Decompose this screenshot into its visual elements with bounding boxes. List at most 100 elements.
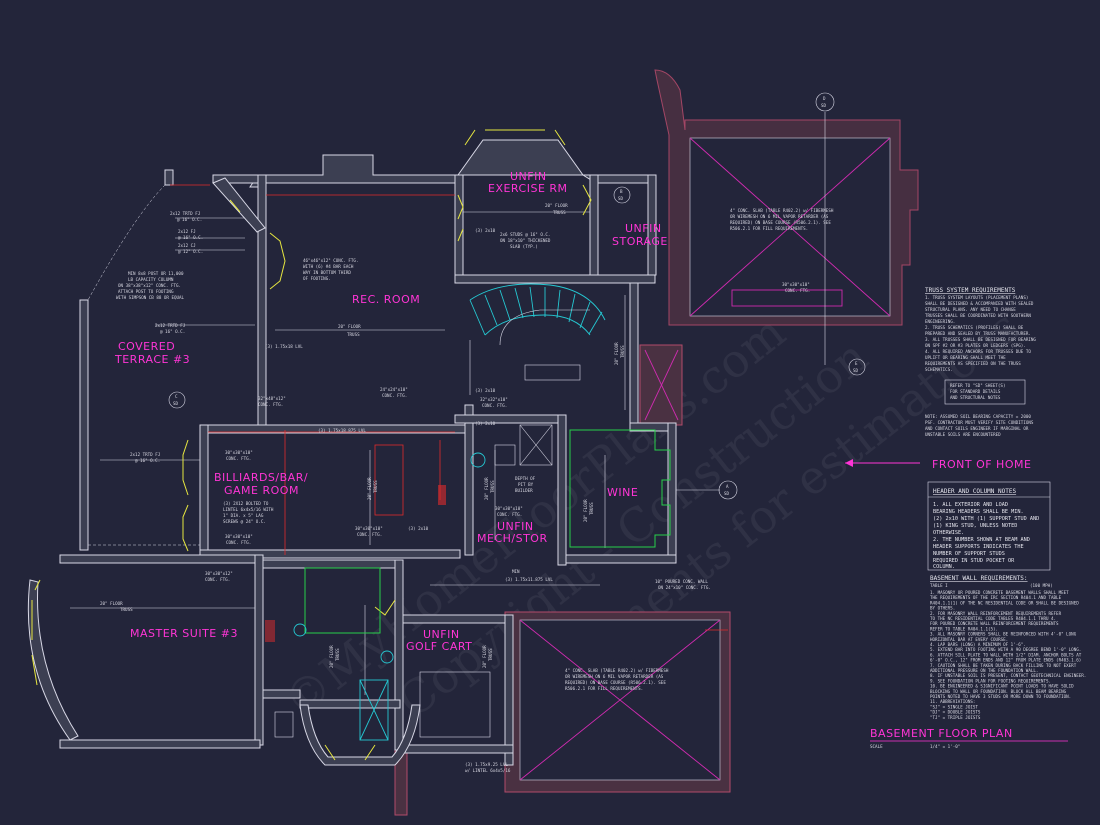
scale-label: SCALE [870, 744, 883, 749]
basement-wall-item: TO THE NC RESIDENTIAL CODE TABLES R404.1… [930, 616, 1056, 621]
svg-text:TRUSSES SHALL BE COORDINATED W: TRUSSES SHALL BE COORDINATED WITH SOUTHE… [925, 313, 1031, 318]
svg-text:UPLIFT OR BEARING SHALL MEET T: UPLIFT OR BEARING SHALL MEET THE [925, 355, 1006, 360]
room-labels: COVERED TERRACE #3 REC. ROOM UNFIN EXERC… [114, 170, 668, 653]
svg-text:TRUSS: TRUSS [488, 648, 493, 661]
room-exercise-line2: EXERCISE RM [488, 182, 568, 195]
svg-text:20" FLOOR: 20" FLOOR [583, 499, 588, 522]
plan-annotations: 2x12 TRTD FJ @ 16" O.C. 2x12 FJ @ 16" O.… [100, 203, 834, 773]
bar-counter [374, 444, 404, 516]
svg-text:E: E [855, 361, 858, 366]
truss-system-notes: TRUSS SYSTEM REQUIREMENTS 1. TRUSS SYSTE… [925, 287, 1036, 372]
svg-text:NUMBER OF SUPPORT STUDS: NUMBER OF SUPPORT STUDS [933, 551, 1005, 557]
basement-wall-item: 6'-0" O.C., 12" FROM ENDS AND 12" FROM P… [930, 658, 1081, 663]
svg-text:(3) 1.75x9.25 LVL: (3) 1.75x9.25 LVL [465, 762, 508, 767]
svg-text:32"x32"x10": 32"x32"x10" [480, 397, 508, 402]
room-storage-line1: UNFIN [625, 222, 662, 235]
svg-text:MIN 8x8 POST OR 11,000: MIN 8x8 POST OR 11,000 [128, 271, 184, 276]
basement-wall-item: HORIZONTAL BAR AT EVERY COURSE. [930, 637, 1008, 642]
svg-text:(3) 2x10: (3) 2x10 [475, 421, 496, 426]
terrace-beams [87, 184, 255, 550]
svg-text:CONC. FTG.: CONC. FTG. [205, 577, 230, 582]
svg-text:UNSTABLE SOILS ARE ENCOUNTERED: UNSTABLE SOILS ARE ENCOUNTERED [925, 432, 1001, 437]
svg-text:R506.2.1 FOR FILL REQUIREMENTS: R506.2.1 FOR FILL REQUIREMENTS. [565, 686, 643, 691]
svg-text:R506.2.1 FOR FILL REQUIREMENTS: R506.2.1 FOR FILL REQUIREMENTS. [730, 226, 808, 231]
svg-text:TRUSS: TRUSS [589, 502, 594, 515]
garage-slab-upper [654, 69, 919, 326]
svg-text:CONC. FTG.: CONC. FTG. [497, 512, 522, 517]
svg-text:WITH SIMPSON CB 88 OR EQUAL: WITH SIMPSON CB 88 OR EQUAL [116, 295, 185, 300]
svg-text:2x12 TRTD FJ: 2x12 TRTD FJ [155, 323, 185, 328]
section-marker-b: B SD [613, 186, 631, 204]
svg-text:REFER TO "SD" SHEET(S): REFER TO "SD" SHEET(S) [950, 383, 1005, 388]
windows [31, 129, 592, 761]
room-exercise-line1: UNFIN [510, 170, 547, 183]
basement-wall-item: 11. ABBREVIATIONS: [930, 699, 975, 704]
room-storage-line2: STORAGE [612, 235, 668, 248]
svg-text:NOTE: ASSUMED SOIL BEARING CAP: NOTE: ASSUMED SOIL BEARING CAPACITY = 20… [925, 414, 1031, 419]
svg-text:ON 38"x38"x12" CONC. FTG.: ON 38"x38"x12" CONC. FTG. [118, 283, 181, 288]
svg-text:REQUIRED) ON BASE COURSE (R506: REQUIRED) ON BASE COURSE (R506.2.1). SEE [730, 220, 831, 225]
svg-text:OR WIREMESH ON 6 MIL VAPOR RET: OR WIREMESH ON 6 MIL VAPOR RETARDER (AS [565, 674, 664, 679]
header-column-notes: HEADER AND COLUMN NOTES 1. ALL EXTERIOR … [927, 481, 1051, 571]
basement-wall-item: "SJ" = SINGLE JOIST [930, 704, 978, 709]
section-marker-d: D SD [815, 92, 835, 365]
basement-wall-item: 3. ALL MASONRY CORNERS SHALL BE REINFORC… [930, 632, 1077, 637]
svg-text:WITH (6) #4 BAR EACH: WITH (6) #4 BAR EACH [303, 264, 354, 269]
basement-wall-item: FOR POURED CONCRETE WALL REINFORCEMENT R… [930, 621, 1059, 626]
svg-text:SD: SD [724, 491, 730, 496]
basement-wall-item: 5. EXTEND BAR INTO FOOTING WITH A 90 DEG… [930, 647, 1081, 652]
basement-wall-item: 8. IF UNSTABLE SOIL IS PRESENT, CONTACT … [930, 673, 1086, 678]
svg-text:2x12 FJ: 2x12 FJ [178, 229, 196, 234]
svg-text:TRUSS: TRUSS [347, 332, 360, 337]
room-billiards-line1: BILLIARDS/BAR/ [214, 471, 308, 484]
svg-text:HEADER SUPPORTS INDICATES THE: HEADER SUPPORTS INDICATES THE [933, 544, 1024, 550]
svg-text:SD: SD [173, 401, 179, 406]
svg-text:MIN: MIN [512, 569, 520, 574]
room-golf-line1: UNFIN [423, 628, 460, 641]
svg-text:B: B [620, 189, 623, 194]
svg-text:20" FLOOR: 20" FLOOR [482, 645, 487, 668]
svg-text:@ 16" O.C.: @ 16" O.C. [178, 235, 203, 240]
soil-note: NOTE: ASSUMED SOIL BEARING CAPACITY = 20… [925, 414, 1034, 437]
svg-text:1. TRUSS SYSTEM LAYOUTS (PLA: 1. TRUSS SYSTEM LAYOUTS (PLACEMENT PLANS… [925, 295, 1028, 300]
svg-text:(1) KING STUD, UNLESS NOTED: (1) KING STUD, UNLESS NOTED [933, 523, 1017, 529]
svg-text:ON 18"x10" THICKENED: ON 18"x10" THICKENED [500, 238, 551, 243]
svg-text:30"x30"x10": 30"x30"x10" [225, 450, 253, 455]
svg-text:DEPTH OF: DEPTH OF [515, 476, 536, 481]
svg-text:TABLE I: TABLE I [930, 583, 948, 588]
room-covered-terrace-line1: COVERED [118, 340, 175, 353]
svg-text:24"x24"x10": 24"x24"x10" [380, 387, 408, 392]
perimeter-walls [27, 139, 677, 766]
garage-slab-lower [394, 611, 731, 816]
bar-sink [438, 485, 446, 505]
svg-text:COLUMN.: COLUMN. [933, 564, 955, 570]
svg-text:@ 16" O.C.: @ 16" O.C. [160, 329, 185, 334]
svg-text:BUILDER: BUILDER [515, 488, 533, 493]
svg-text:AND STRUCTURAL NOTES: AND STRUCTURAL NOTES [950, 395, 1001, 400]
svg-text:TRUSS: TRUSS [120, 607, 133, 612]
svg-text:2. THE NUMBER SHOWN AT BEAM AN: 2. THE NUMBER SHOWN AT BEAM AND [933, 537, 1030, 543]
room-rec-room: REC. ROOM [352, 293, 420, 306]
svg-text:2x12 TRTD FJ: 2x12 TRTD FJ [170, 211, 200, 216]
svg-text:30"x30"x10": 30"x30"x10" [225, 534, 253, 539]
svg-text:30"x30"x10": 30"x30"x10" [782, 282, 810, 287]
svg-text:20" FLOOR: 20" FLOOR [367, 477, 372, 500]
section-markers: D SD B SD C SD E SD A SD [168, 92, 866, 500]
svg-text:20" FLOOR: 20" FLOOR [100, 601, 123, 606]
svg-text:(2) 2x10 WITH (1) SUPPORT STUD: (2) 2x10 WITH (1) SUPPORT STUD AND [933, 516, 1039, 522]
svg-text:SD: SD [821, 103, 827, 108]
svg-text:FOR STANDARD DETAILS: FOR STANDARD DETAILS [950, 389, 1001, 394]
room-billiards-line2: GAME ROOM [224, 484, 299, 497]
svg-text:@ 12" O.C.: @ 12" O.C. [178, 249, 203, 254]
basement-wall-item: 4. LAP BARS (LONG) A MINIMUM OF 1'-6". [930, 642, 1026, 647]
basement-wall-item: 10. BE ENGINEERED & SIGNIFICANT POINT LO… [930, 684, 1074, 689]
header-notes-title: HEADER AND COLUMN NOTES [933, 488, 1016, 495]
svg-text:(3) 2x10: (3) 2x10 [475, 388, 496, 393]
front-of-home: FRONT OF HOME [845, 458, 1031, 471]
svg-text:(100 MPH): (100 MPH) [1030, 583, 1053, 588]
basement-wall-item: 9. SEE FOUNDATION PLAN FOR FOOTING REQUI… [930, 678, 1051, 683]
basement-wall-item: "TJ" = TRIPLE JOISTS [930, 715, 981, 720]
basement-wall-item: BY OTHERS. [930, 606, 955, 611]
room-wine: WINE [607, 486, 638, 499]
svg-text:w/ LINTEL 6x4x5/16: w/ LINTEL 6x4x5/16 [465, 768, 511, 773]
